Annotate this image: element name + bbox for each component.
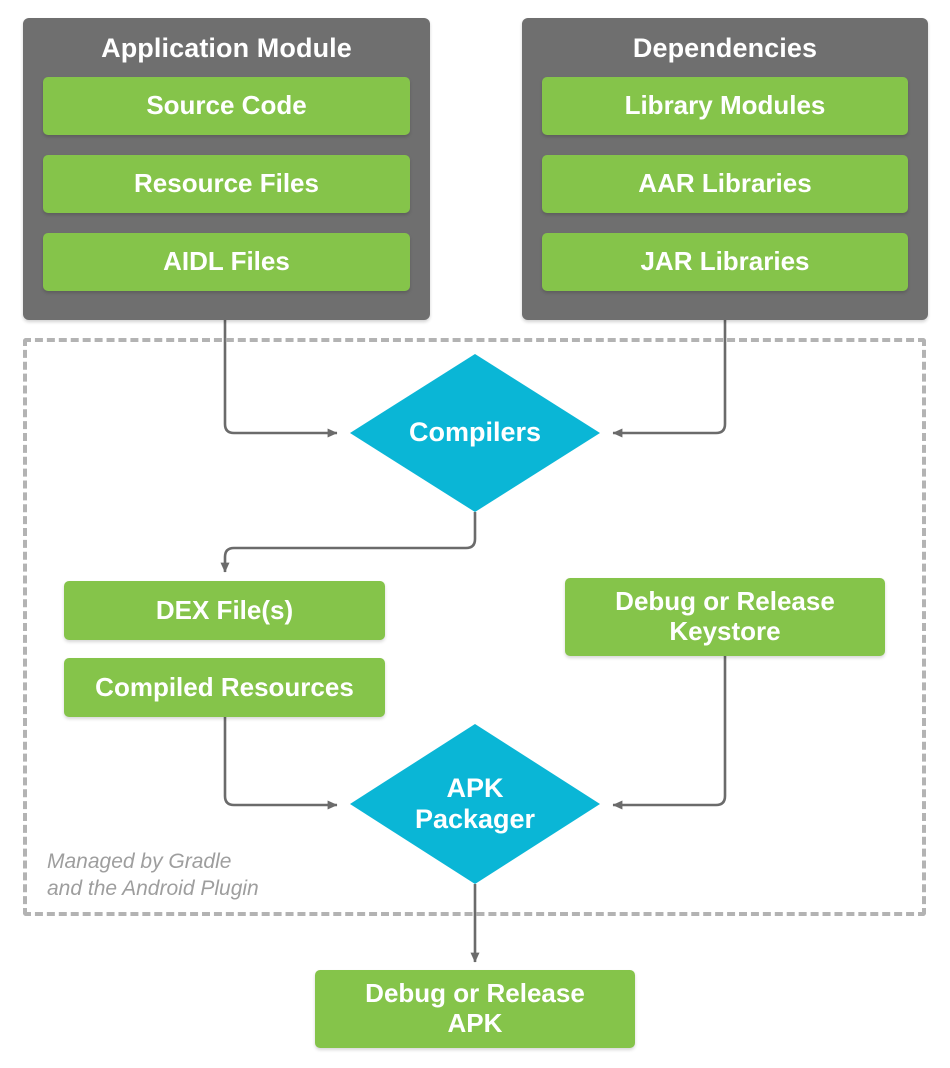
- group-title-application-module: Application Module: [101, 33, 352, 63]
- artifact-compiled-resources[interactable]: Compiled Resources: [64, 658, 385, 717]
- compilers-label: Compilers: [408, 417, 542, 448]
- artifact-dex-files[interactable]: DEX File(s): [64, 581, 385, 640]
- group-items-application-module: Source Code Resource Files AIDL Files: [23, 76, 430, 310]
- group-application-module: Application Module Source Code Resource …: [23, 18, 430, 320]
- group-items-dependencies: Library Modules AAR Libraries JAR Librar…: [522, 76, 928, 310]
- managed-by-gradle-region: [23, 338, 926, 916]
- process-apk-packager[interactable]: APK Packager: [350, 724, 600, 884]
- group-dependencies: Dependencies Library Modules AAR Librari…: [522, 18, 928, 320]
- item-aidl-files[interactable]: AIDL Files: [43, 232, 410, 291]
- item-jar-libraries[interactable]: JAR Libraries: [542, 232, 908, 291]
- apk-packager-label: APK Packager: [414, 772, 536, 834]
- artifact-keystore[interactable]: Debug or Release Keystore: [565, 578, 885, 656]
- item-library-modules[interactable]: Library Modules: [542, 76, 908, 135]
- item-resource-files[interactable]: Resource Files: [43, 154, 410, 213]
- process-compilers[interactable]: Compilers: [350, 354, 600, 512]
- item-source-code[interactable]: Source Code: [43, 76, 410, 135]
- item-aar-libraries[interactable]: AAR Libraries: [542, 154, 908, 213]
- artifact-output-apk[interactable]: Debug or Release APK: [315, 970, 635, 1048]
- managed-region-caption: Managed by Gradle and the Android Plugin: [47, 850, 259, 900]
- group-title-dependencies: Dependencies: [632, 33, 818, 63]
